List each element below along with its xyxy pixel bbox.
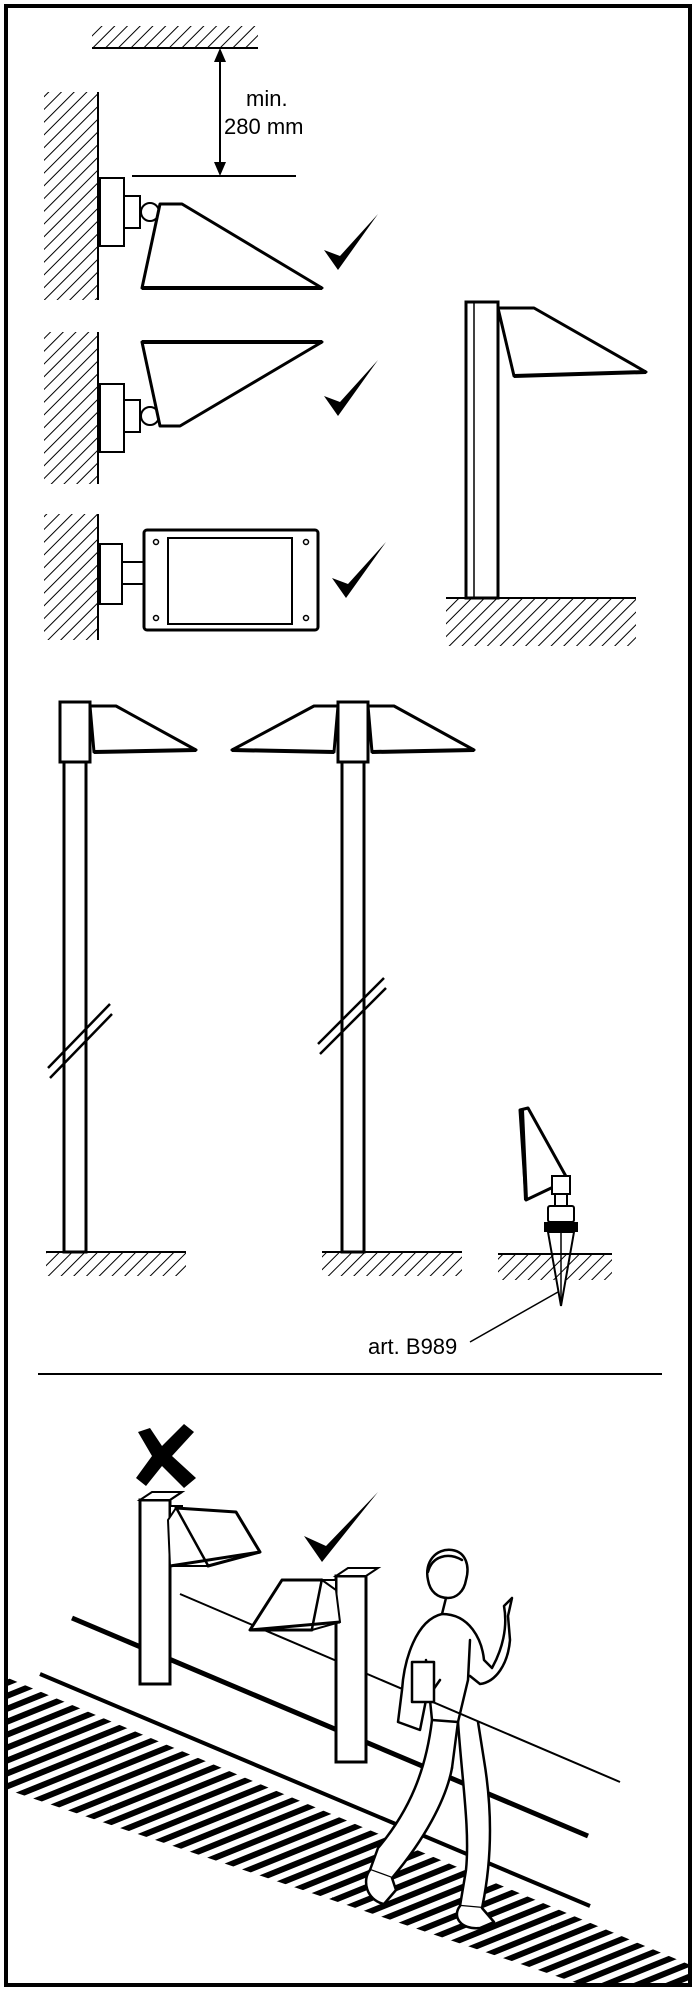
- post-head: [336, 700, 370, 764]
- luminaire-body: [496, 306, 648, 378]
- check-mark-icon: [324, 360, 378, 416]
- luminaire-body: [140, 202, 324, 290]
- luminaire-body-right: [366, 704, 476, 754]
- ground-hatch: [322, 1252, 462, 1276]
- person-head: [425, 1548, 469, 1600]
- wall-bracket: [99, 383, 125, 453]
- luminaire-glass: [513, 370, 647, 378]
- bollard-top: [332, 1567, 382, 1577]
- spike-article-label: art. B989: [368, 1334, 457, 1359]
- bracket-arm: [121, 561, 145, 585]
- person-right-shoe: [455, 1904, 496, 1930]
- check-mark-icon: [332, 542, 386, 598]
- ground-spike-mount: art. B989: [368, 1106, 612, 1359]
- break-mark: [319, 987, 387, 1055]
- walking-person: [364, 1548, 514, 1930]
- page-frame: [4, 4, 692, 1987]
- bracket-arm: [123, 399, 141, 433]
- person-left-shoe: [364, 1868, 398, 1906]
- luminaire-body-left: [230, 704, 340, 754]
- wall-mount-upward: [44, 332, 378, 484]
- wall-bracket: [99, 543, 123, 605]
- post: [62, 700, 88, 1254]
- post: [464, 300, 500, 600]
- person-left-leg: [368, 1718, 454, 1880]
- spike-collar: [547, 1205, 575, 1223]
- leader-line: [469, 1291, 559, 1343]
- bollard-post: [334, 1574, 368, 1764]
- wall-bracket: [99, 177, 125, 247]
- check-mark-icon: [324, 214, 378, 270]
- bollard-incorrect: [136, 1424, 262, 1686]
- spike-joint: [551, 1175, 571, 1195]
- wall-hatch: [44, 92, 98, 300]
- path-edge: [179, 1593, 621, 1783]
- bracket-arm: [123, 195, 141, 229]
- clearance-label-line2: 280 mm: [224, 114, 303, 139]
- break-mark: [47, 1003, 111, 1069]
- wall-mount-downward: min. 280 mm: [44, 26, 378, 300]
- wall-hatch: [44, 514, 98, 640]
- luminaire-lens: [167, 537, 293, 625]
- screw: [302, 614, 310, 622]
- bollard-correct: [248, 1492, 382, 1764]
- cross-mark-icon: [136, 1424, 196, 1488]
- check-mark-icon: [304, 1492, 378, 1562]
- luminaire-glass: [371, 748, 475, 754]
- luminaire-body: [88, 704, 198, 754]
- break-mark: [317, 977, 385, 1045]
- post: [340, 700, 366, 1254]
- wall-hatch: [44, 332, 98, 484]
- ground-hatch: [446, 598, 636, 646]
- luminaire-glass: [520, 1109, 528, 1201]
- ground-hatch: [46, 1252, 186, 1276]
- ceiling-hatch: [92, 26, 258, 48]
- luminaire-glass: [249, 1620, 341, 1632]
- clearance-label-line1: min.: [246, 86, 288, 111]
- wall-mount-front: [44, 514, 386, 640]
- arrow-up-icon: [214, 48, 226, 62]
- arrow-down-icon: [214, 162, 226, 176]
- road-edge: [39, 1672, 591, 1908]
- luminaire-body: [140, 340, 324, 428]
- luminaire-glass: [231, 748, 335, 754]
- ground-hatch: [498, 1254, 612, 1280]
- luminaire-glass: [169, 1550, 261, 1568]
- short-post-mount: [446, 300, 648, 646]
- luminaire-body: [248, 1578, 324, 1632]
- screw: [152, 538, 160, 546]
- tall-post-double: [230, 700, 476, 1276]
- screw: [302, 538, 310, 546]
- spike-neck: [554, 1193, 568, 1207]
- screw: [152, 614, 160, 622]
- spike-plate: [544, 1222, 578, 1232]
- break-mark: [49, 1013, 113, 1079]
- bollard-post: [138, 1498, 172, 1686]
- person-right-arm: [440, 1596, 514, 1686]
- pathway-scene: [8, 1424, 688, 1983]
- carried-book: [410, 1660, 436, 1704]
- road-surface: [8, 1678, 688, 1983]
- post-head: [58, 700, 92, 764]
- tall-post-single: [46, 700, 198, 1276]
- luminaire-glass: [93, 748, 197, 754]
